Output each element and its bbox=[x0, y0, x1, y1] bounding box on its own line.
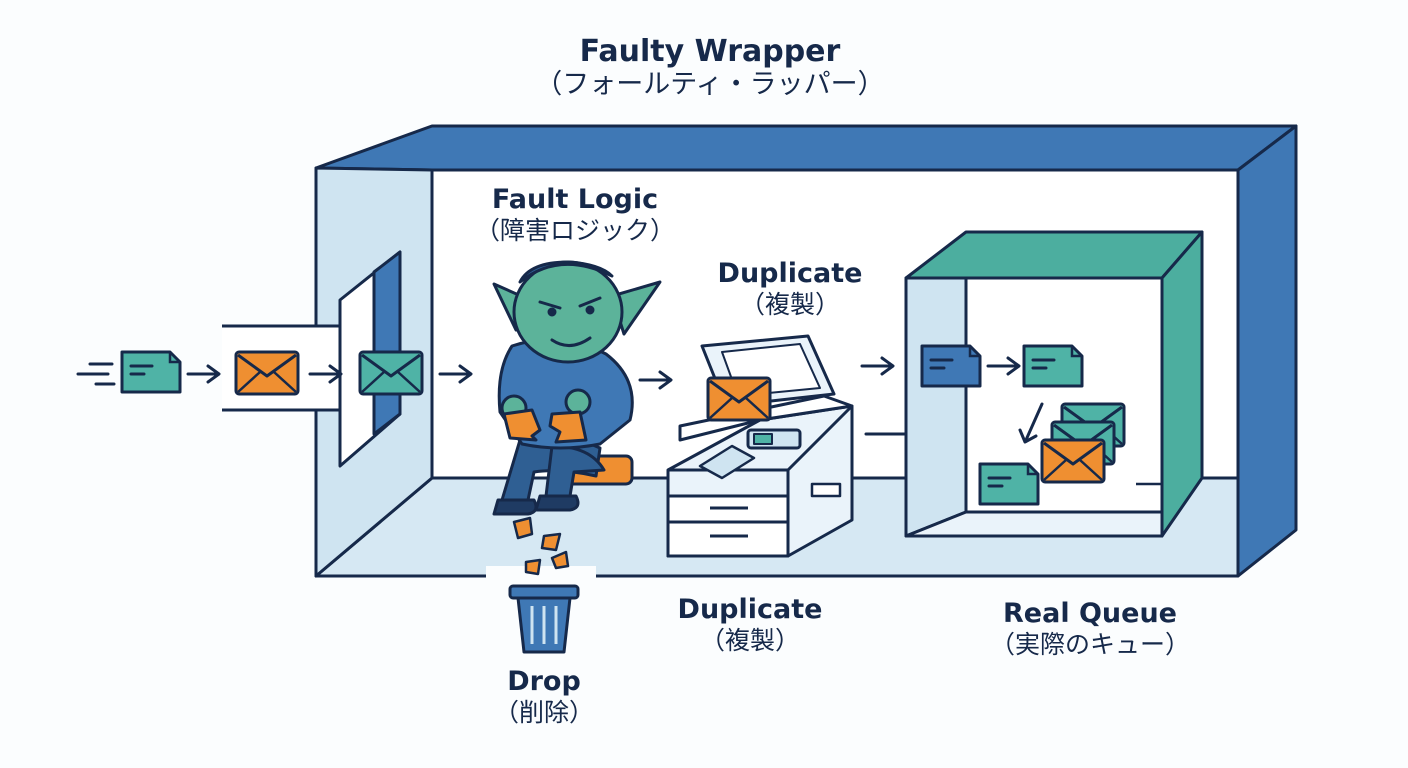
wrapper-right-face bbox=[1236, 124, 1298, 578]
wrapper-title: Faulty Wrapper （フォールティ・ラッパー） bbox=[535, 34, 885, 101]
fault-logic-label: Fault Logic （障害ロジック） bbox=[474, 184, 675, 245]
queue-messages bbox=[920, 344, 1126, 506]
copier-icon bbox=[666, 334, 854, 558]
goblin-icon bbox=[492, 260, 662, 516]
queue-doc-teal-top bbox=[1022, 344, 1084, 388]
real-queue-box bbox=[904, 230, 1204, 538]
duplicate-label-top: Duplicate （複製） bbox=[717, 258, 863, 319]
incoming-doc bbox=[120, 350, 182, 394]
duplicate-label-bottom: Duplicate （複製） bbox=[677, 594, 823, 655]
incoming-messages bbox=[76, 350, 473, 396]
drop-label: Drop （削除） bbox=[493, 666, 594, 727]
real-queue-label: Real Queue （実際のキュー） bbox=[989, 598, 1190, 659]
queue-envelope-orange bbox=[1040, 438, 1106, 484]
queue-doc-blue bbox=[920, 344, 982, 388]
wrapper-top-face bbox=[314, 124, 1298, 172]
incoming-envelope-teal bbox=[358, 350, 424, 396]
trash-can-icon bbox=[508, 584, 580, 654]
copier-envelope bbox=[706, 376, 772, 422]
queue-doc-teal-bottom bbox=[978, 462, 1040, 506]
torn-pieces bbox=[512, 516, 570, 576]
incoming-envelope-orange bbox=[234, 350, 300, 396]
